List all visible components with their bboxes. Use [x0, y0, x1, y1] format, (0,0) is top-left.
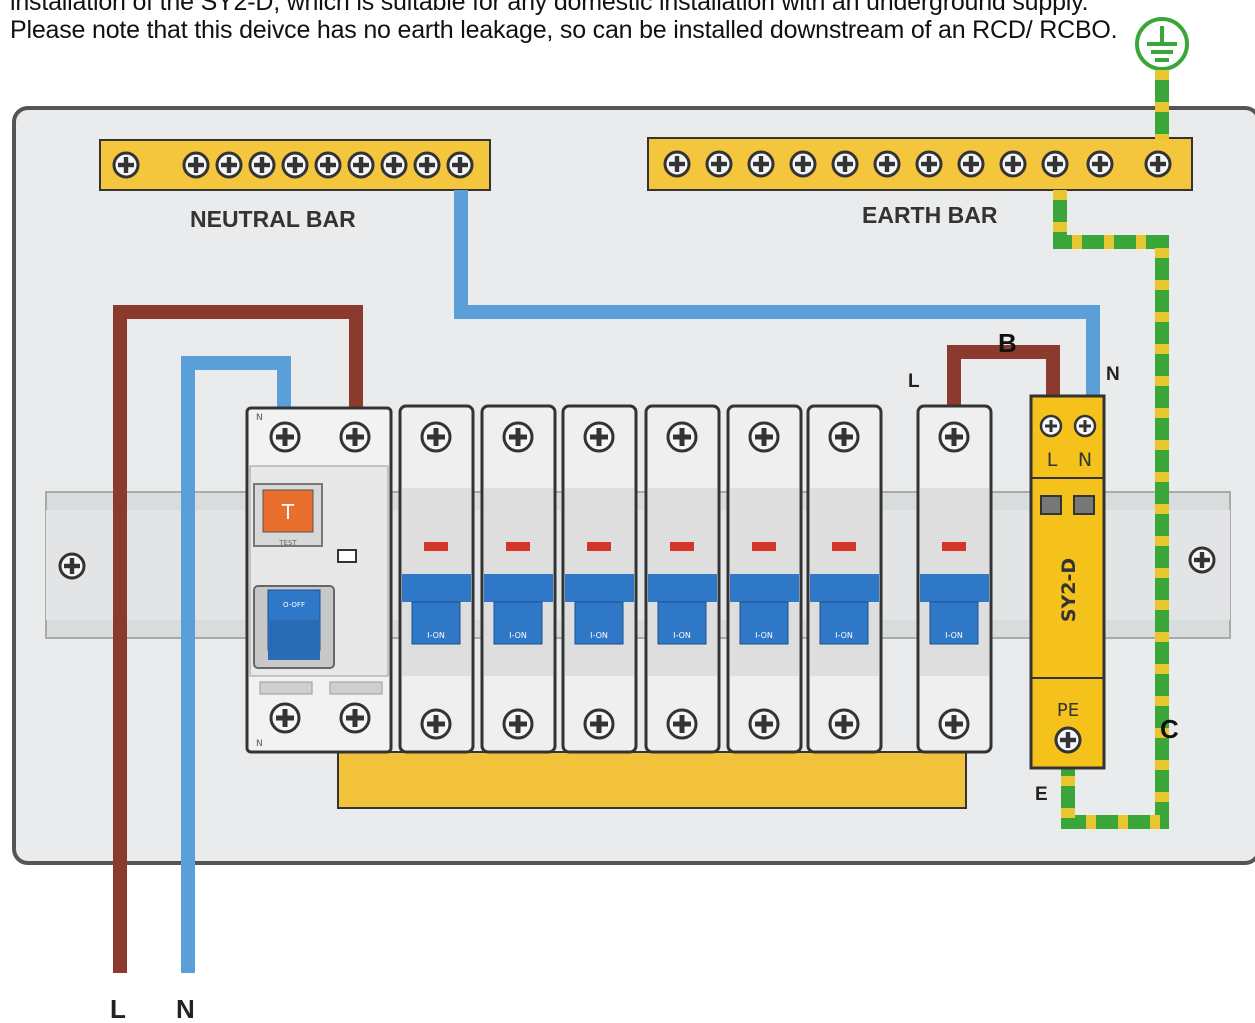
- spd-pe-label: PE: [1057, 700, 1079, 721]
- mcb-6: I-ON: [806, 404, 883, 754]
- mcb-toggle-label: I-ON: [673, 631, 691, 640]
- mcb-group: I-ON I-ON I-ON I-ON: [398, 404, 993, 754]
- rcd-test-text: TEST: [278, 539, 297, 547]
- mcb-indicator: [670, 542, 694, 551]
- mcb-toggle[interactable]: [493, 601, 543, 645]
- point-c-label: C: [1160, 714, 1179, 744]
- rail-screw-left: [58, 552, 86, 580]
- mcb-indicator: [424, 542, 448, 551]
- caption-line-1: installation of the SY2-D, which is suit…: [10, 0, 1089, 16]
- mcb-1: I-ON: [398, 404, 475, 754]
- mcb-toggle-label: I-ON: [835, 631, 853, 640]
- mcb-toggle-label: I-ON: [945, 631, 963, 640]
- rcd-n-bottom-label: N: [256, 739, 263, 749]
- spd-terminal-l: L: [1047, 449, 1058, 471]
- wire-neutral-spd: [454, 190, 1100, 402]
- rcd-indicator: [337, 549, 357, 563]
- mcb-indicator: [587, 542, 611, 551]
- earth-ground-icon: [1135, 17, 1189, 71]
- mcb-4: I-ON: [644, 404, 721, 754]
- mcb-toggle-label: I-ON: [590, 631, 608, 640]
- spd-pe-screw: [1054, 726, 1082, 754]
- earth-bar-label: EARTH BAR: [862, 202, 998, 228]
- rcd-n-top-label: N: [256, 413, 263, 423]
- mcb-7: I-ON: [916, 404, 993, 754]
- spd-status-window-n: [1073, 495, 1095, 515]
- mcb-toggle[interactable]: [819, 601, 869, 645]
- mcb-toggle[interactable]: [929, 601, 979, 645]
- wire-l-label: L: [908, 371, 920, 392]
- neutral-bar: [99, 139, 491, 191]
- wire-neutral-supply: [181, 356, 291, 973]
- supply-n-label: N: [176, 994, 195, 1023]
- wire-earth-spd: [1053, 190, 1169, 829]
- mcb-5: I-ON: [726, 404, 803, 754]
- mcb-indicator: [942, 542, 966, 551]
- mcb-3: I-ON: [561, 404, 638, 754]
- mcb-indicator: [506, 542, 530, 551]
- busbar: [337, 751, 967, 809]
- wire-n-label: N: [1106, 364, 1120, 385]
- rcd-toggle-label: O-OFF: [283, 601, 305, 609]
- supply-l-label: L: [110, 994, 126, 1023]
- rcd-test-button[interactable]: [262, 489, 314, 533]
- earth-bar: [647, 137, 1193, 191]
- spd-model-label: SY2-D: [1058, 558, 1080, 622]
- rail-screw-right: [1188, 546, 1216, 574]
- mcb-toggle-label: I-ON: [427, 631, 445, 640]
- mcb-toggle-label: I-ON: [509, 631, 527, 640]
- mcb-toggle[interactable]: [411, 601, 461, 645]
- mcb-2: I-ON: [480, 404, 557, 754]
- caption-line-2: Please note that this deivce has no eart…: [10, 16, 1118, 44]
- spd-module: L N SY2-D PE: [1029, 394, 1106, 770]
- mcb-toggle[interactable]: [574, 601, 624, 645]
- wire-live-spd: [947, 345, 1060, 408]
- wire-live-supply: [113, 305, 363, 973]
- mcb-toggle[interactable]: [657, 601, 707, 645]
- spd-terminal-n: N: [1078, 449, 1092, 471]
- spd-status-window-l: [1040, 495, 1062, 515]
- point-b-label: B: [998, 328, 1017, 358]
- rcd-test-letter: T: [281, 500, 295, 524]
- wire-e-label: E: [1035, 784, 1048, 805]
- mcb-toggle[interactable]: [739, 601, 789, 645]
- mcb-toggle-label: I-ON: [755, 631, 773, 640]
- rcd-module: N N T TEST O-OFF: [245, 406, 393, 754]
- neutral-bar-label: NEUTRAL BAR: [190, 206, 356, 232]
- mcb-indicator: [832, 542, 856, 551]
- mcb-indicator: [752, 542, 776, 551]
